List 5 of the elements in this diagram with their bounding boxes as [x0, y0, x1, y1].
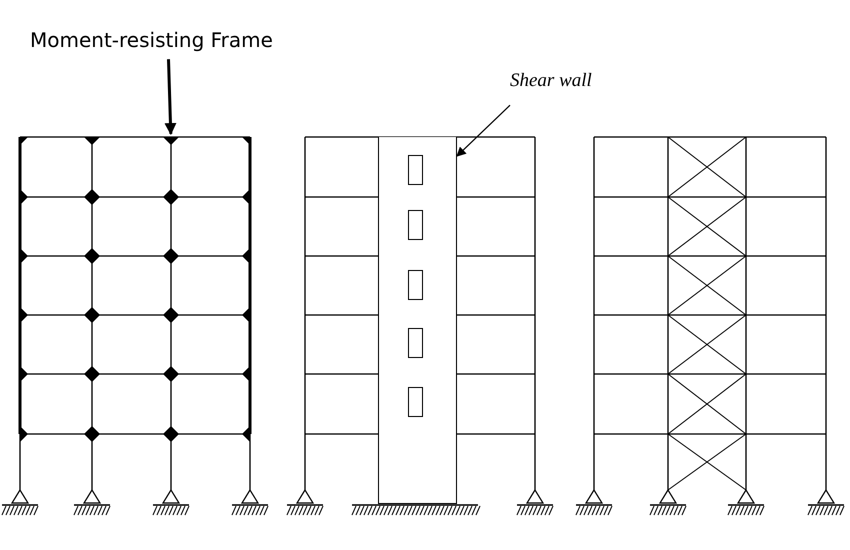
- leader-line: [456, 104, 510, 157]
- frame-label: Moment-resisting Frame: [30, 28, 273, 52]
- leader-line: [164, 59, 176, 136]
- shear-wall: [378, 137, 457, 504]
- wall-label: Shear wall: [510, 70, 592, 92]
